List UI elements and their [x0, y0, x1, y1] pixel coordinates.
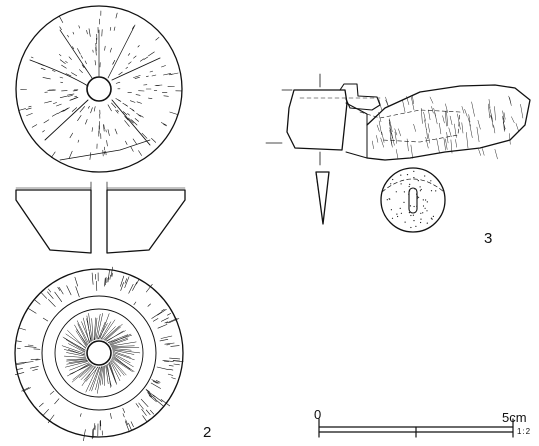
scale-end-label: 5cm [502, 410, 527, 425]
scale-start-label: 0 [314, 407, 322, 422]
spindle-whorl-bottom-view-icon [14, 266, 184, 442]
spindle-whorl-top-view-icon [15, 5, 183, 173]
scale-bar [318, 418, 514, 438]
scale-ratio-label: 1:2 [517, 427, 532, 436]
spindle-whorl-section-icon [15, 181, 186, 254]
whetstone-end-view-icon [380, 167, 446, 233]
whetstone-section-icon [315, 171, 330, 225]
figure-label-2: 2 [203, 424, 212, 441]
figure-label-3: 3 [484, 230, 493, 247]
whetstone-fragment-icon [265, 73, 531, 166]
